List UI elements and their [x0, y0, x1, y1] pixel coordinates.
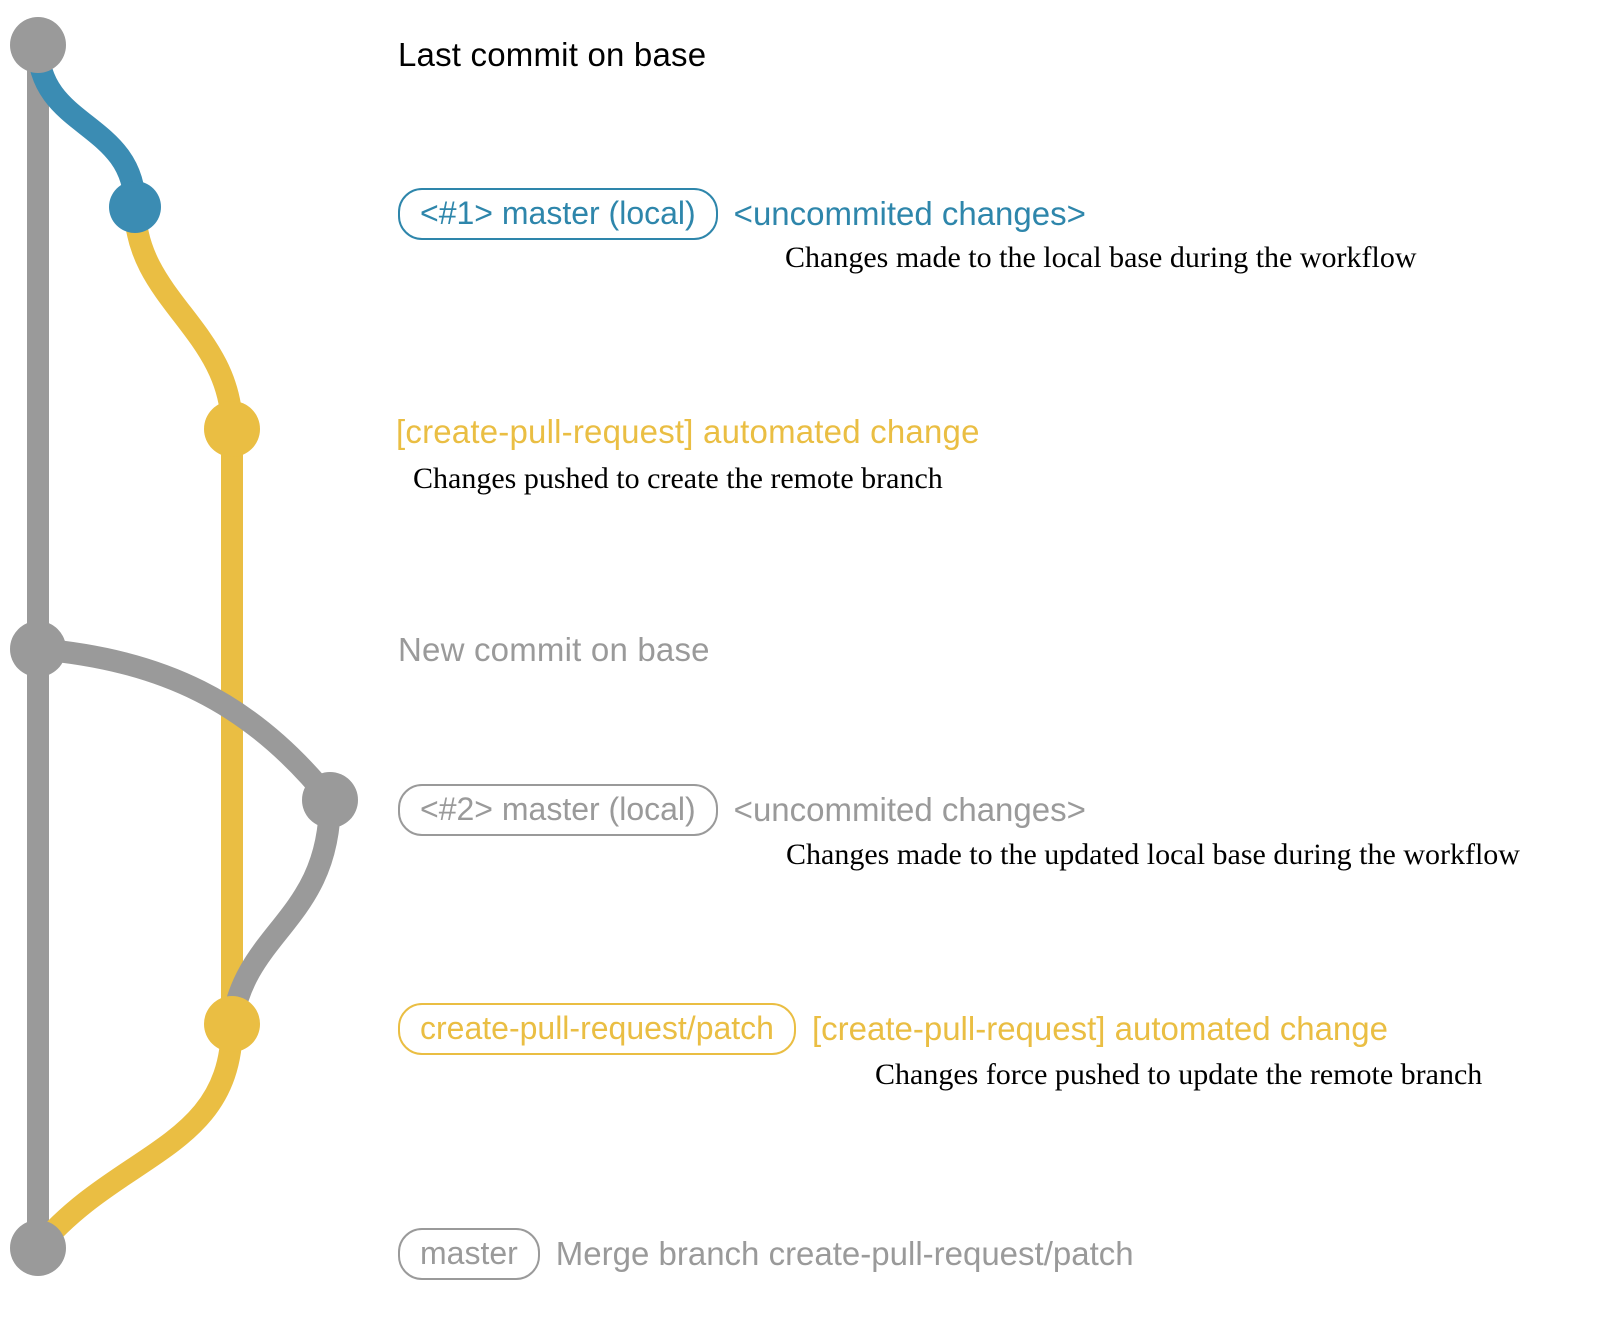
commit-message-automated-change-1: [create-pull-request] automated change [396, 413, 980, 450]
ref-chip-create-pull-request-patch[interactable]: create-pull-request/patch [398, 1003, 796, 1055]
nodes-group [10, 17, 358, 1276]
graph-edge-e-base-to-local2 [27, 638, 341, 811]
commit-node-n7[interactable] [10, 1220, 66, 1276]
commit-node-n6[interactable] [204, 996, 260, 1052]
row-patch-branch: create-pull-request/patch [create-pull-r… [398, 1003, 1388, 1055]
graph-edge-e-local2-to-patch [221, 789, 341, 1035]
ref-chip-master[interactable]: master [398, 1228, 540, 1280]
graph-edge-e-branch-blue [27, 34, 146, 218]
commit-node-n5[interactable] [302, 772, 358, 828]
row-master-local-2: <#2> master (local) <uncommited changes> [398, 784, 1086, 836]
commit-node-n4[interactable] [10, 621, 66, 677]
commit-node-n2[interactable] [109, 181, 161, 233]
commit-message-uncommitted-1: <uncommited changes> [733, 195, 1086, 232]
commit-message-last-commit: Last commit on base [398, 36, 707, 73]
commit-node-n1[interactable] [10, 17, 66, 73]
commit-message-automated-change-2: [create-pull-request] automated change [811, 1010, 1388, 1047]
row-master-local-1: <#1> master (local) <uncommited changes> [398, 188, 1086, 240]
row-last-commit: Last commit on base [398, 36, 706, 74]
graph-edge-e-blue-to-yellow [124, 196, 243, 440]
graph-edge-e-patch-to-master [27, 1013, 243, 1259]
ref-chip-master-local-2[interactable]: <#2> master (local) [398, 784, 718, 836]
description-local-changes-2: Changes made to the updated local base d… [786, 838, 1520, 871]
row-master-merge: master Merge branch create-pull-request/… [398, 1228, 1134, 1280]
row-automated-change-1: [create-pull-request] automated change [396, 413, 980, 451]
description-force-pushed-update-branch: Changes force pushed to update the remot… [875, 1058, 1483, 1091]
commit-message-new-commit: New commit on base [398, 631, 710, 668]
ref-chip-master-local-1[interactable]: <#1> master (local) [398, 188, 718, 240]
edges-group [27, 34, 341, 1259]
row-new-commit: New commit on base [398, 631, 710, 669]
description-local-changes-1: Changes made to the local base during th… [785, 241, 1417, 274]
commit-message-merge-branch: Merge branch create-pull-request/patch [555, 1235, 1134, 1272]
description-pushed-create-branch: Changes pushed to create the remote bran… [413, 462, 943, 495]
commit-message-uncommitted-2: <uncommited changes> [733, 791, 1086, 828]
commit-node-n3[interactable] [204, 401, 260, 457]
